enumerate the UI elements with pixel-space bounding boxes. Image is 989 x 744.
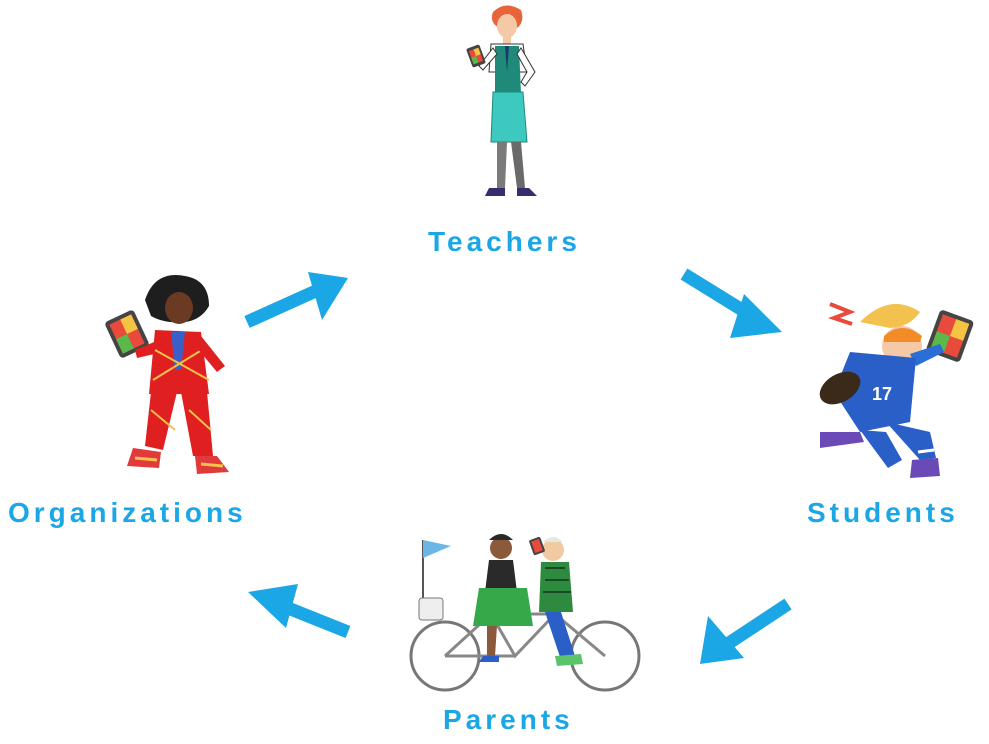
- parents-on-tandem-bicycle-illustration: [409, 534, 641, 692]
- dancing-person-red-suit-illustration: [105, 275, 229, 474]
- parents-label: Parents: [443, 704, 574, 735]
- organizations-label: Organizations: [8, 497, 247, 528]
- teachers-label: Teachers: [428, 226, 581, 257]
- students-label: Students: [807, 497, 959, 528]
- teacher-with-tablet-illustration: [466, 5, 537, 196]
- svg-text:17: 17: [872, 384, 892, 404]
- student-football-player-illustration: 17: [819, 302, 974, 478]
